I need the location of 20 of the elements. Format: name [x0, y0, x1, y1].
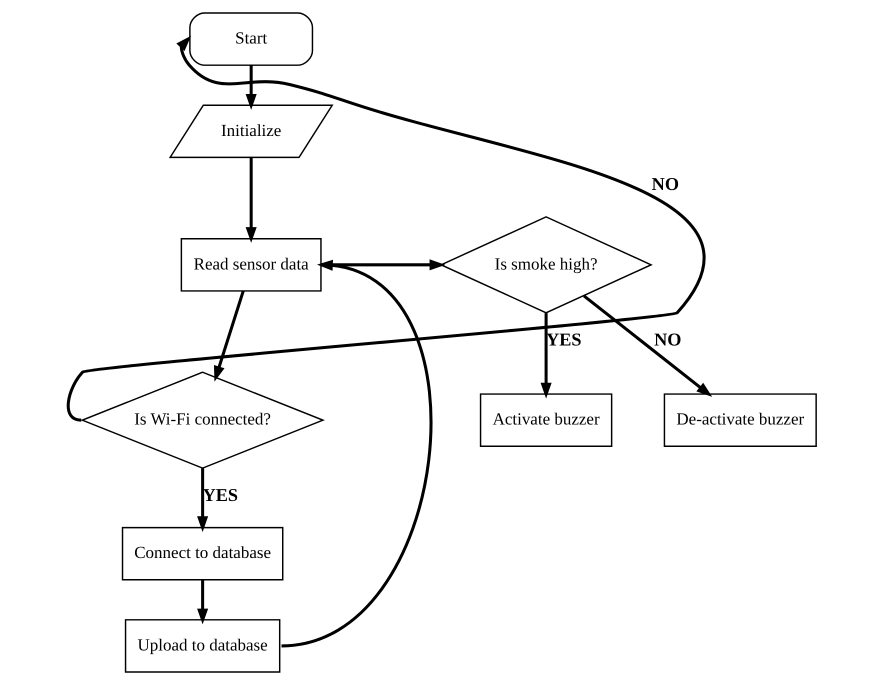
edge-label: NO — [654, 330, 682, 350]
arrow — [583, 294, 712, 397]
node-box: Start — [189, 12, 314, 66]
arrow — [246, 158, 257, 243]
arrow — [246, 65, 257, 110]
arrow — [67, 36, 706, 422]
edge-label: NO — [652, 174, 679, 194]
node-box: Upload to database — [124, 619, 280, 673]
arrow — [214, 290, 245, 382]
arrow — [197, 580, 208, 624]
node-diamond: Is Wi-Fi connected? — [80, 371, 325, 469]
arrow — [197, 468, 208, 532]
node-box: Read sensor data — [180, 238, 322, 292]
node-box: Activate buzzer — [480, 393, 612, 447]
arrow — [281, 260, 432, 648]
arrow — [540, 313, 552, 399]
node-box: De-activate buzzer — [664, 393, 817, 447]
node-box: Connect to database — [122, 526, 284, 580]
edge-label: YES — [202, 484, 238, 505]
edge-label: YES — [546, 330, 582, 350]
